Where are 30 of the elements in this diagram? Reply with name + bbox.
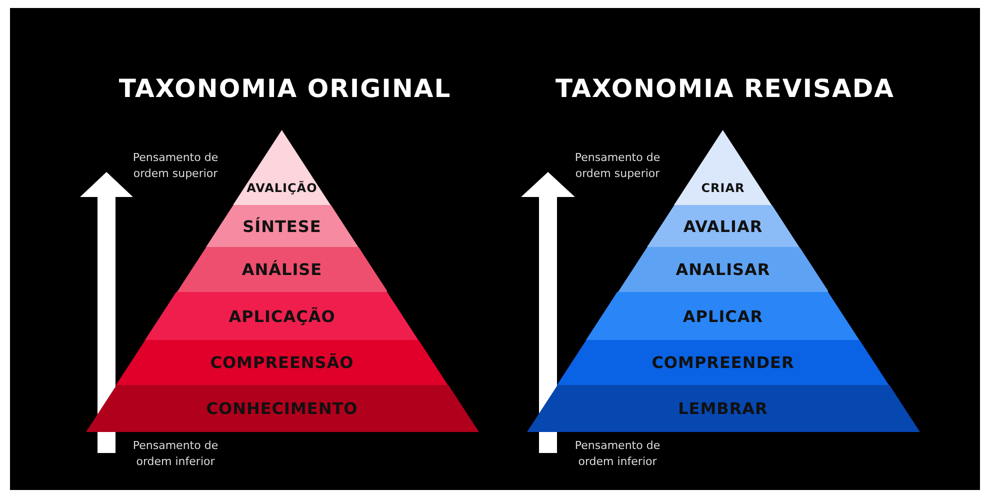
- pyramid-level: [176, 247, 388, 292]
- pyramid-level: [526, 385, 920, 432]
- level-label: SÍNTESE: [242, 216, 322, 236]
- level-label: AVALIAR: [683, 216, 763, 236]
- pyramid-level: [145, 292, 419, 340]
- level-label: CRIAR: [701, 180, 745, 194]
- level-label: APLICAR: [682, 306, 764, 326]
- pyramid-level: [557, 340, 889, 385]
- pyramid-level: [674, 130, 772, 205]
- level-label: ANALISAR: [676, 260, 770, 279]
- pyramid-level: [233, 130, 331, 205]
- pyramid-level: [86, 385, 478, 432]
- pyramid-level: [618, 247, 828, 292]
- pyramid-level: [206, 205, 358, 247]
- scale-note: Pensamento de ordem superior: [132, 150, 220, 182]
- scale-note: Pensamento de ordem inferior: [132, 438, 220, 470]
- level-label: AVALIÇÃO: [246, 180, 318, 194]
- level-label: CONHECIMENTO: [206, 399, 358, 418]
- scale-note: Pensamento de ordem superior: [574, 150, 662, 182]
- heading: TAXONOMIA ORIGINAL: [118, 74, 452, 103]
- pyramid-level: [116, 340, 448, 385]
- heading: TAXONOMIA REVISADA: [554, 74, 896, 103]
- level-label: ANÁLISE: [242, 260, 322, 279]
- level-label: COMPREENSÃO: [210, 353, 354, 372]
- scale-note: Pensamento de ordem inferior: [574, 438, 662, 470]
- level-label: LEMBRAR: [678, 399, 768, 418]
- pyramid-level: [586, 292, 860, 340]
- level-label: COMPREENDER: [652, 353, 794, 372]
- pyramid-level: [646, 205, 800, 247]
- level-label: APLICAÇÃO: [228, 306, 336, 326]
